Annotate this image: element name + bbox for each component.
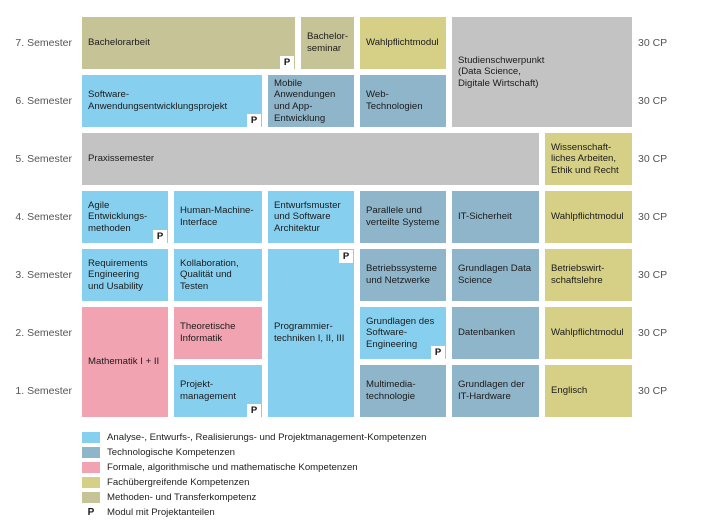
module-theoretische-informatik: Theoretische Informatik xyxy=(174,307,262,359)
module-betriebswirtschaftslehre: Betriebswirt- schaftslehre xyxy=(545,249,632,301)
module-programmiertechniken: Programmier- techniken I, II, III xyxy=(268,249,354,417)
module-label: Praxissemester xyxy=(88,153,155,165)
module-label: Software- Anwendungsentwicklungsprojekt xyxy=(88,89,228,112)
module-label: IT-Sicherheit xyxy=(458,211,512,223)
module-label: Kollaboration, Qualität und Testen xyxy=(180,257,239,292)
module-wahlpflicht-4: Wahlpflichtmodul xyxy=(545,191,632,243)
legend-text: Technologische Kompetenzen xyxy=(107,446,236,458)
module-label: Wissenschaft- liches Arbeiten, Ethik und… xyxy=(551,141,619,176)
legend-item-technologie: Technologische Kompetenzen xyxy=(82,445,235,459)
legend-item-fachuebergreifend: Fachübergreifende Kompetenzen xyxy=(82,475,249,489)
cp-label-4: 30 CP xyxy=(638,211,668,223)
legend-project-symbol: P xyxy=(87,506,95,518)
module-label: Betriebssysteme und Netzwerke xyxy=(366,263,437,286)
module-software-anwendungsentwicklung: Software- Anwendungsentwicklungsprojekt xyxy=(82,75,262,127)
legend-swatch xyxy=(82,476,100,488)
module-label: Agile Entwicklungs- methoden xyxy=(88,199,148,234)
module-label: Bachelor- seminar xyxy=(307,31,349,54)
module-human-machine-interface: Human-Machine- Interface xyxy=(174,191,262,243)
legend-item-projekt: P Modul mit Projektanteilen xyxy=(82,505,215,519)
module-web-technologien: Web- Technologien xyxy=(360,75,446,127)
module-label: Englisch xyxy=(551,385,588,397)
cp-label-3: 30 CP xyxy=(638,269,668,281)
module-it-sicherheit: IT-Sicherheit xyxy=(452,191,539,243)
module-label: Wahlpflichtmodul xyxy=(551,211,624,223)
legend-swatch xyxy=(82,446,100,458)
project-badge: P xyxy=(431,346,445,359)
cp-label-6: 30 CP xyxy=(638,95,668,107)
module-label: Betriebswirt- schaftslehre xyxy=(551,263,605,286)
module-label: Requirements Engineering und Usability xyxy=(88,257,148,292)
module-label: Mobile Anwendungen und App- Entwicklung xyxy=(274,77,336,124)
module-praxissemester: Praxissemester xyxy=(82,133,539,185)
legend-item-methoden: Methoden- und Transferkompetenz xyxy=(82,490,256,504)
module-agile-entwicklung: Agile Entwicklungs- methoden xyxy=(82,191,168,243)
legend-item-formal: Formale, algorithmische und mathematisch… xyxy=(82,460,358,474)
module-label: Multimedia- technologie xyxy=(366,379,416,402)
semester-label-2: 2. Semester xyxy=(15,327,72,339)
module-label: Theoretische Informatik xyxy=(180,321,236,344)
module-entwurfsmuster: Entwurfsmuster und Software Architektur xyxy=(268,191,354,243)
module-wissenschaftliches-arbeiten: Wissenschaft- liches Arbeiten, Ethik und… xyxy=(545,133,632,185)
module-label: Grundlagen Data Science xyxy=(458,263,532,286)
legend-item-analyse: Analyse-, Entwurfs-, Realisierungs- und … xyxy=(82,430,426,444)
module-label: Bachelorarbeit xyxy=(88,37,150,49)
module-grundlagen-data-science: Grundlagen Data Science xyxy=(452,249,539,301)
semester-label-3: 3. Semester xyxy=(15,269,72,281)
module-betriebssysteme: Betriebssysteme und Netzwerke xyxy=(360,249,446,301)
legend-text: Methoden- und Transferkompetenz xyxy=(107,491,257,503)
project-badge: P xyxy=(247,404,261,417)
cp-label-2: 30 CP xyxy=(638,327,668,339)
module-label: Mathematik I + II xyxy=(88,356,160,368)
module-label: Entwurfsmuster und Software Architektur xyxy=(274,199,341,234)
module-parallele-systeme: Parallele und verteilte Systeme xyxy=(360,191,446,243)
legend-text: Fachübergreifende Kompetenzen xyxy=(107,476,250,488)
module-wahlpflicht-7: Wahlpflichtmodul xyxy=(360,17,446,69)
module-multimediatechnologie: Multimedia- technologie xyxy=(360,365,446,417)
legend-text: Modul mit Projektanteilen xyxy=(107,506,215,518)
legend-text: Analyse-, Entwurfs-, Realisierungs- und … xyxy=(107,431,427,443)
module-label: Grundlagen des Software- Engineering xyxy=(366,315,435,350)
module-label: Web- Technologien xyxy=(366,89,423,112)
legend-swatch xyxy=(82,491,100,503)
module-label: Grundlagen der IT-Hardware xyxy=(458,379,525,402)
semester-label-4: 4. Semester xyxy=(15,211,72,223)
semester-label-7: 7. Semester xyxy=(15,37,72,49)
cp-label-1: 30 CP xyxy=(638,385,668,397)
project-badge: P xyxy=(339,250,353,263)
module-grundlagen-software-engineering: Grundlagen des Software- Engineering xyxy=(360,307,446,359)
cp-label-7: 30 CP xyxy=(638,37,668,49)
module-label: Wahlpflichtmodul xyxy=(366,37,439,49)
project-badge: P xyxy=(153,230,167,243)
module-englisch: Englisch xyxy=(545,365,632,417)
module-label: Projekt- management xyxy=(180,379,236,402)
module-bachelorarbeit: Bachelorarbeit xyxy=(82,17,295,69)
project-badge: P xyxy=(280,56,294,69)
module-grundlagen-it-hardware: Grundlagen der IT-Hardware xyxy=(452,365,539,417)
module-label: Datenbanken xyxy=(458,327,516,339)
legend-text: Formale, algorithmische und mathematisch… xyxy=(107,461,358,473)
module-datenbanken: Datenbanken xyxy=(452,307,539,359)
legend-swatch xyxy=(82,461,100,473)
module-label: Wahlpflichtmodul xyxy=(551,327,624,339)
cp-label-5: 30 CP xyxy=(638,153,668,165)
legend-swatch xyxy=(82,431,100,443)
semester-label-1: 1. Semester xyxy=(15,385,72,397)
module-mobile-anwendungen: Mobile Anwendungen und App- Entwicklung xyxy=(268,75,354,127)
module-requirements-engineering: Requirements Engineering und Usability xyxy=(82,249,168,301)
module-label: Studienschwerpunkt (Data Science, Digita… xyxy=(458,54,545,89)
semester-label-5: 5. Semester xyxy=(15,153,72,165)
module-wahlpflicht-2: Wahlpflichtmodul xyxy=(545,307,632,359)
module-label: Human-Machine- Interface xyxy=(180,205,254,228)
module-bachelorseminar: Bachelor- seminar xyxy=(301,17,354,69)
semester-label-6: 6. Semester xyxy=(15,95,72,107)
module-label: Parallele und verteilte Systeme xyxy=(366,205,440,228)
module-label: Programmier- techniken I, II, III xyxy=(274,321,345,344)
project-badge: P xyxy=(247,114,261,127)
module-mathematik: Mathematik I + II xyxy=(82,307,168,417)
module-studienschwerpunkt: Studienschwerpunkt (Data Science, Digita… xyxy=(452,17,632,127)
module-kollaboration: Kollaboration, Qualität und Testen xyxy=(174,249,262,301)
